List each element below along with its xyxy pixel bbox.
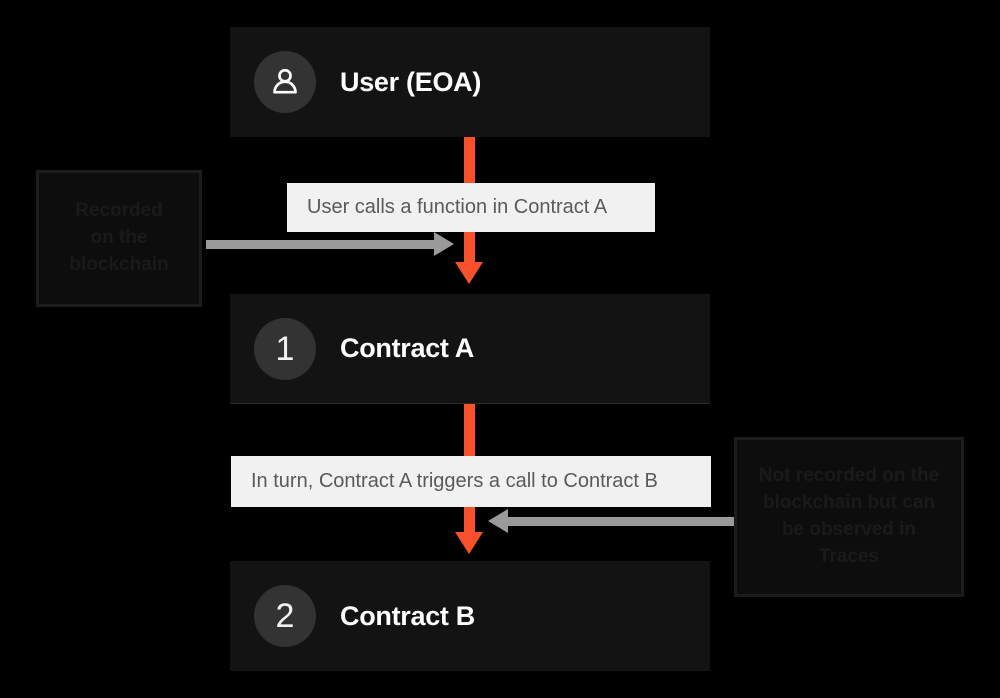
callout-text: Recorded on the blockchain xyxy=(69,198,168,279)
person-icon xyxy=(254,51,316,113)
flow-label-text: User calls a function in Contract A xyxy=(307,196,608,218)
flow-label-user-calls-function: User calls a function in Contract A xyxy=(287,183,655,232)
node-title: User (EOA) xyxy=(340,66,482,97)
badge-number: 2 xyxy=(275,597,295,635)
arrow-head xyxy=(455,262,483,284)
callout-line: on the xyxy=(90,227,148,249)
node-title: Contract B xyxy=(340,600,476,631)
node-user-eoa[interactable]: User (EOA) xyxy=(230,27,710,137)
pointer-head xyxy=(434,232,454,256)
pointer-arrow-right-to-flow xyxy=(488,509,736,533)
node-title: Contract A xyxy=(340,333,475,363)
pointer-shaft xyxy=(508,517,736,526)
arrow-head xyxy=(455,532,483,554)
number-badge: 1 xyxy=(254,317,316,380)
pointer-head xyxy=(488,509,508,533)
callout-not-recorded-traces: Not recorded on the blockchain but can b… xyxy=(734,437,964,597)
callout-text: Not recorded on the blockchain but can b… xyxy=(759,463,940,571)
callout-line: be observed in xyxy=(781,519,917,540)
callout-line: Not recorded on the xyxy=(758,465,940,487)
node-contract-b[interactable]: 2 Contract B xyxy=(230,561,710,671)
pointer-shaft xyxy=(206,240,434,249)
badge-number: 1 xyxy=(275,329,295,368)
node-contract-a[interactable]: 1 Contract A xyxy=(230,294,710,404)
callout-line: Recorded xyxy=(75,200,163,222)
flow-label-text: In turn, Contract A triggers a call to C… xyxy=(251,470,658,492)
flow-label-contract-a-triggers-b: In turn, Contract A triggers a call to C… xyxy=(231,456,711,507)
pointer-arrow-left-to-flow xyxy=(206,232,454,256)
callout-recorded-on-blockchain: Recorded on the blockchain xyxy=(36,170,202,307)
callout-line: blockchain but can xyxy=(762,492,936,514)
callout-line: Traces xyxy=(818,545,880,567)
callout-line: blockchain xyxy=(69,253,169,275)
number-badge: 2 xyxy=(254,585,316,647)
